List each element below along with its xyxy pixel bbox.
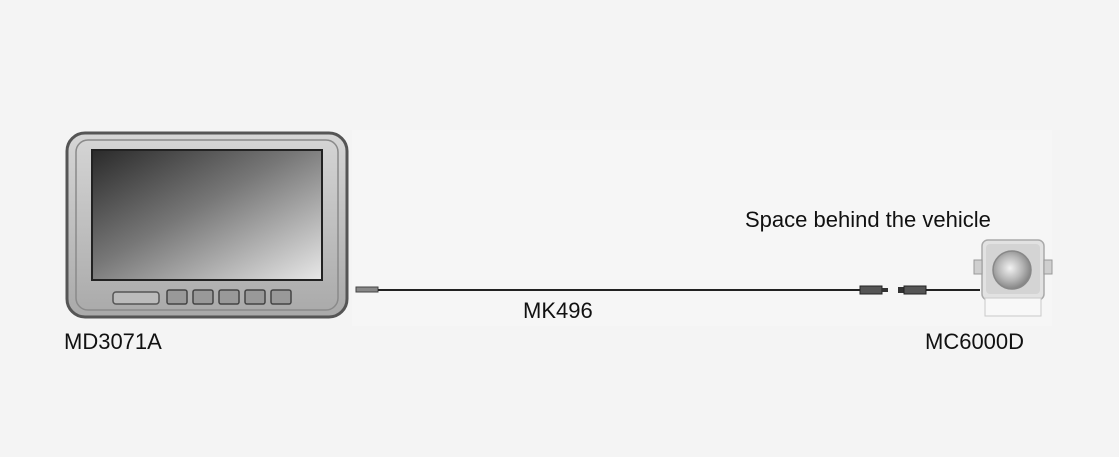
diagram-background-panel (352, 130, 1052, 326)
camera-device (973, 239, 1053, 317)
cable (355, 285, 980, 295)
camera-model-label: MC6000D (925, 329, 1025, 354)
monitor-device (65, 131, 349, 319)
monitor-buttons (112, 289, 292, 305)
camera-location-label: Space behind the vehicle (745, 207, 991, 232)
cable-model-label: MK496 (523, 298, 593, 323)
monitor-model-label: MD3071A (64, 329, 162, 354)
